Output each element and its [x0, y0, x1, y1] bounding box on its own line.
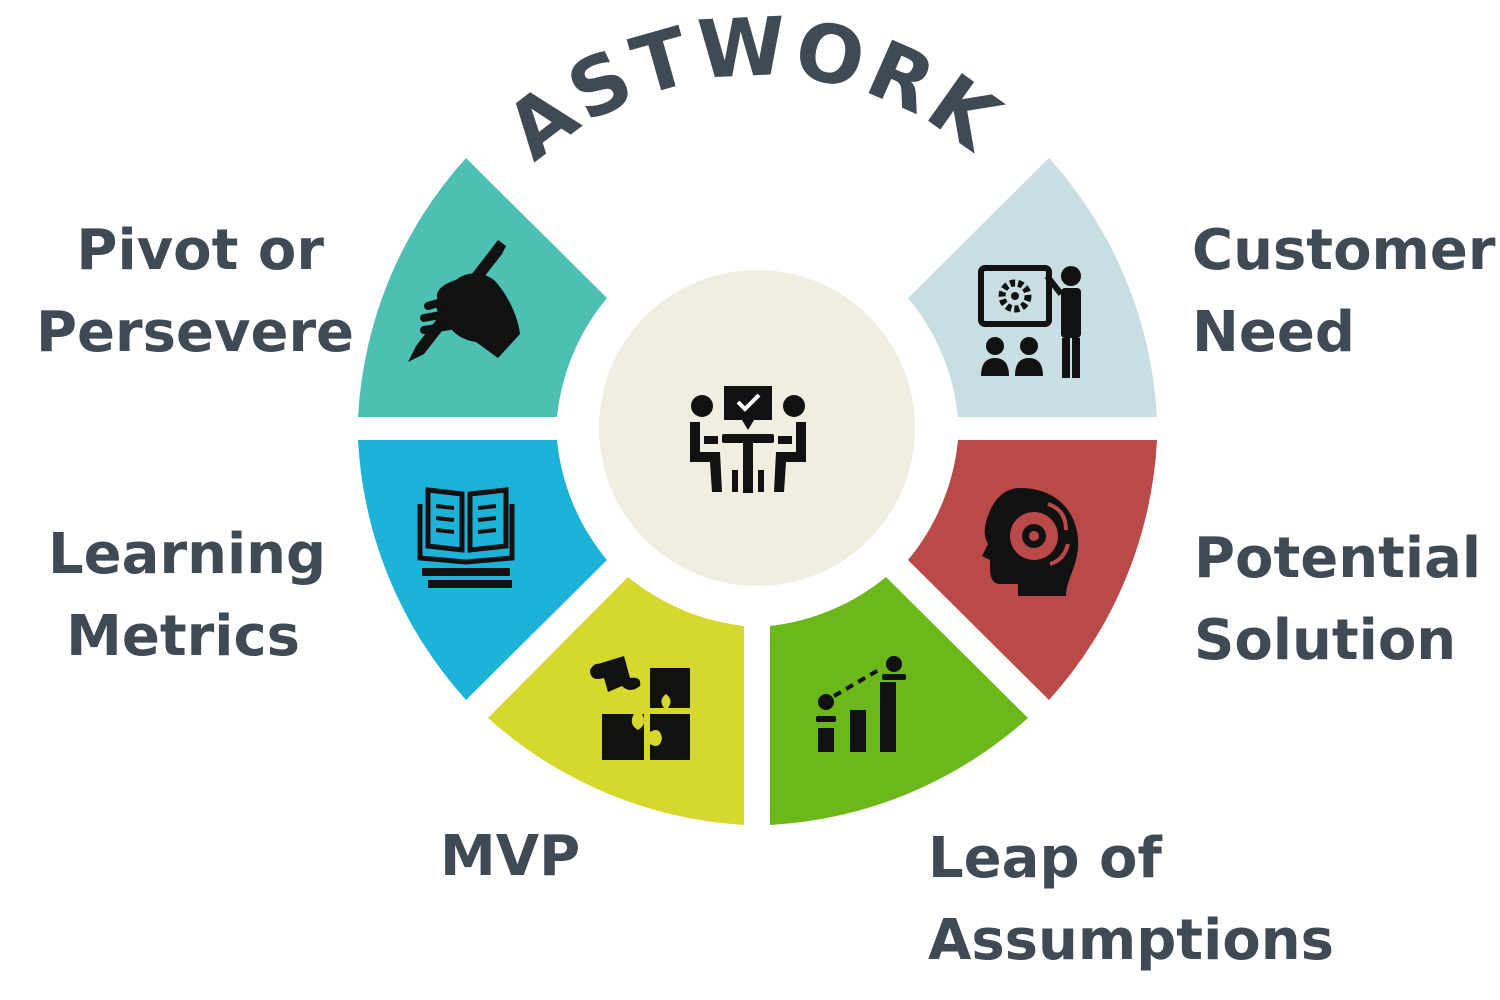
center-circle: [599, 270, 915, 586]
label-potential-solution: Potential Solution: [1194, 518, 1481, 682]
growth-chart-icon: [816, 656, 906, 752]
label-line: Persevere: [36, 300, 355, 365]
label-pivot-or-persevere: Pivot or Persevere: [36, 210, 355, 374]
hand-pencil-icon: [408, 240, 520, 362]
book-icon: [417, 487, 515, 588]
label-line: Customer: [1192, 218, 1496, 283]
segment-mvp-wedge: [488, 577, 744, 825]
segment-learning-metrics: [358, 440, 607, 700]
label-line: Learning: [48, 522, 327, 587]
meeting-table-icon: [690, 386, 806, 493]
label-learning-metrics: Learning Metrics: [48, 514, 327, 678]
segment-mvp: [488, 577, 744, 825]
diagram-title: FASTWORKS: [0, 0, 1019, 178]
label-customer-need: Customer Need: [1192, 210, 1496, 374]
label-line: MVP: [440, 824, 581, 889]
segment-leap-of-assumptions: [770, 577, 1028, 825]
segment-customer-need: [908, 158, 1157, 417]
diagram-title-text: FASTWORKS: [0, 0, 1015, 178]
label-line: Assumptions: [928, 908, 1334, 973]
segment-pivot-or-persevere: [358, 158, 607, 417]
segment-customer-need-wedge: [908, 158, 1157, 417]
puzzle-icon: [590, 656, 690, 760]
presentation-icon: [978, 265, 1081, 378]
label-line: Metrics: [66, 604, 300, 669]
brain-gear-icon: [982, 488, 1079, 596]
label-line: Solution: [1194, 608, 1457, 673]
label-line: Pivot or: [76, 218, 324, 283]
label-leap-of-assumptions: Leap of Assumptions: [928, 818, 1334, 982]
label-line: Leap of: [928, 826, 1162, 891]
label-line: Need: [1192, 300, 1355, 365]
label-mvp: MVP: [440, 816, 580, 898]
label-line: Potential: [1194, 526, 1482, 591]
segment-potential-solution: [908, 440, 1157, 700]
segment-leap-of-assumptions-wedge: [770, 577, 1028, 825]
